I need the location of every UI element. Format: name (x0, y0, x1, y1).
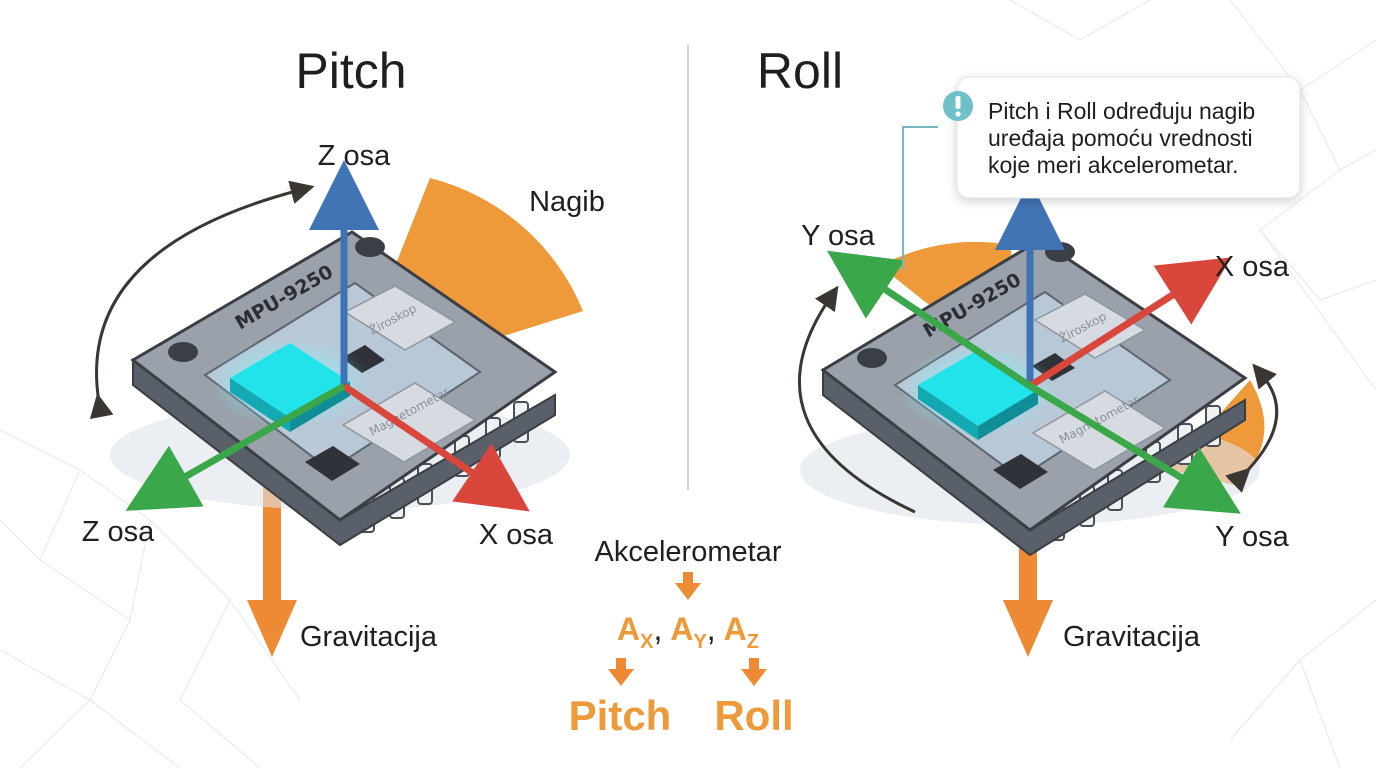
callout-connector (902, 126, 938, 270)
accel-flow: Akcelerometar AX,AY,AZ Pitch Roll (569, 536, 794, 739)
info-icon-bar (955, 96, 961, 109)
flow-az-sub: Z (747, 631, 759, 653)
flow-az-letter: A (724, 611, 747, 647)
callout-line-1: Pitch i Roll određuju nagib (988, 98, 1255, 124)
roll-x-label: X osa (1215, 251, 1290, 283)
flow-arrow-roll (741, 658, 767, 686)
roll-panel: Roll Gravitacija (757, 43, 1290, 657)
callout: Pitch i Roll određuju nagib uređaja pomo… (943, 76, 1301, 199)
pitch-angle-label: Nagib (529, 186, 605, 218)
roll-gravity-label: Gravitacija (1063, 621, 1201, 653)
flow-sep-2: , (707, 611, 716, 647)
info-icon-dot (955, 111, 961, 117)
pitch-z-label-left: Z osa (82, 516, 155, 548)
flow-arrow-1 (675, 572, 701, 600)
flow-source-label: Akcelerometar (595, 536, 782, 568)
roll-x-axis (1028, 257, 1232, 389)
flow-ay-sub: Y (693, 631, 707, 653)
roll-y-axis-right (1028, 383, 1241, 514)
flow-arrow-pitch (608, 658, 634, 686)
pitch-gravity-label: Gravitacija (300, 621, 438, 653)
flow-ay-letter: A (670, 611, 693, 647)
flow-ax-letter: A (617, 611, 640, 647)
callout-box (956, 76, 1301, 199)
roll-y-label-right: Y osa (1215, 521, 1290, 553)
pitch-z-label-top: Z osa (318, 140, 391, 172)
roll-title: Roll (757, 43, 843, 99)
flow-output-roll: Roll (714, 692, 793, 739)
callout-line-3: koje meri akcelerometar. (988, 152, 1239, 178)
roll-y-label-left: Y osa (801, 220, 876, 252)
callout-line-2: uređaja pomoću vrednosti (988, 125, 1253, 151)
roll-y-axis-left (827, 250, 1032, 389)
flow-sep-1: , (653, 611, 662, 647)
flow-output-pitch: Pitch (569, 692, 672, 739)
pitch-x-axis (342, 383, 530, 512)
pitch-rotation-arrow (89, 180, 315, 420)
roll-rotation-arrow-left (797, 285, 916, 514)
pitch-x-label: X osa (479, 519, 554, 551)
pitch-title: Pitch (295, 43, 406, 99)
flow-components: AX,AY,AZ (617, 611, 759, 653)
pitch-panel: Pitch Nagib Gravitacija (82, 43, 605, 657)
flow-ax-sub: X (640, 631, 654, 653)
roll-rotation-arrow-right (1225, 363, 1279, 493)
